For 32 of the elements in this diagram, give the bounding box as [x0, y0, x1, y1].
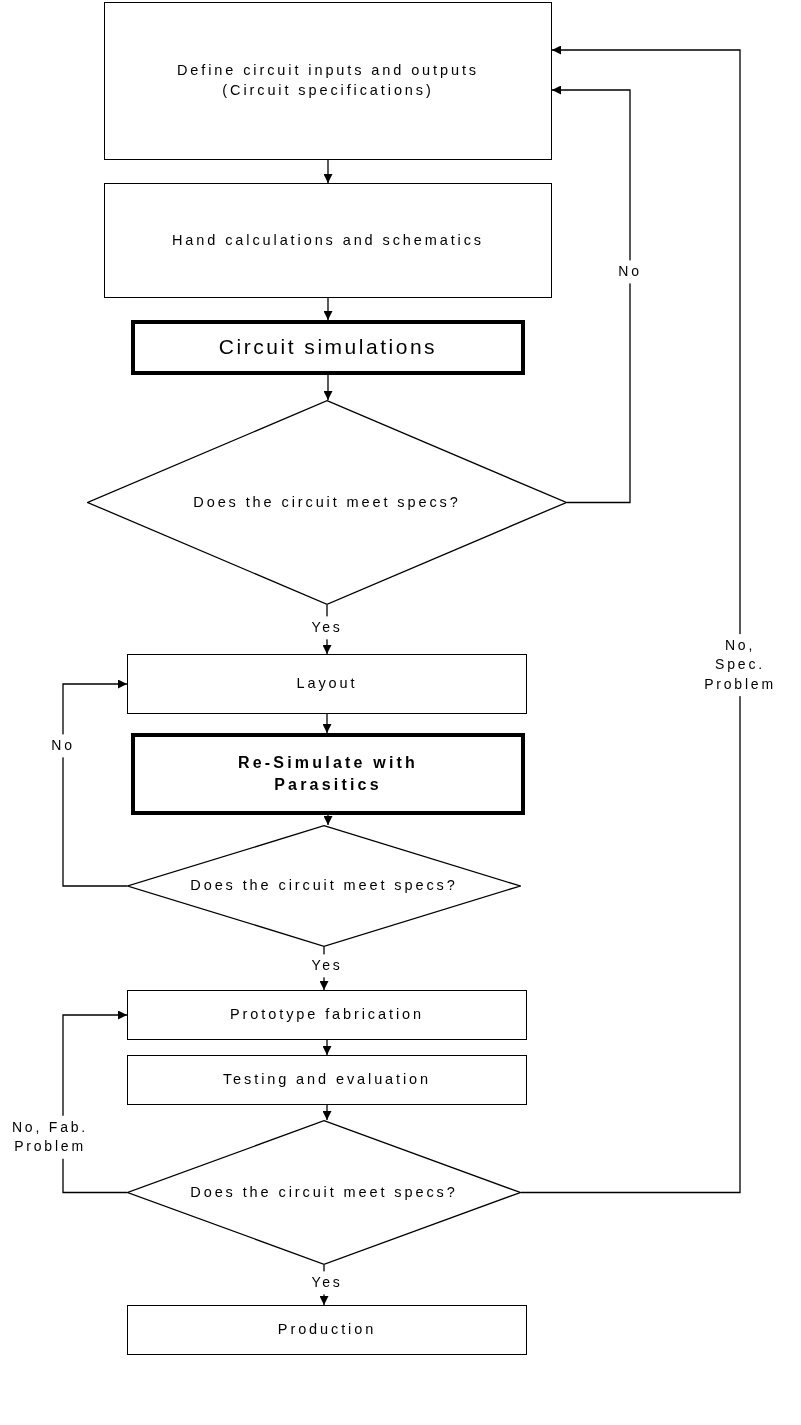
- arrow: [322, 713, 332, 734]
- arrow: [520, 45, 741, 1194]
- node-label: Re-Simulate with Parasitics: [236, 753, 420, 795]
- node-label: Hand calculations and schematics: [172, 230, 484, 250]
- process-box: [127, 654, 527, 714]
- node-label: Circuit simulations: [218, 334, 438, 361]
- process-box: [127, 1305, 527, 1355]
- process-box: [131, 733, 525, 815]
- process-box: [131, 320, 525, 375]
- arrow: [323, 814, 333, 826]
- arrow: [322, 1104, 332, 1121]
- arrow: [62, 679, 128, 887]
- decision-diamond: [127, 825, 521, 947]
- node-label: Define circuit inputs and outputs (Circuit specifications): [175, 61, 480, 100]
- decision-diamond: [127, 1120, 521, 1265]
- process-box: [104, 2, 552, 160]
- node-label: Does the circuit meet specs?: [190, 876, 458, 896]
- node-label: Prototype fabrication: [230, 1005, 424, 1025]
- arrow: [323, 159, 333, 184]
- process-box: [104, 183, 552, 298]
- node-label: Does the circuit meet specs?: [190, 1182, 458, 1202]
- arrow: [551, 85, 631, 504]
- node-label: Testing and evaluation: [222, 1070, 432, 1090]
- process-box: [127, 990, 527, 1040]
- decision-diamond: [87, 400, 567, 605]
- node-label: Layout: [296, 674, 358, 694]
- process-box: [127, 1055, 527, 1105]
- arrow: [323, 374, 333, 401]
- arrow: [322, 1039, 332, 1056]
- node-label: Does the circuit meet specs?: [193, 492, 461, 512]
- arrow: [323, 297, 333, 321]
- node-label: Production: [277, 1320, 377, 1340]
